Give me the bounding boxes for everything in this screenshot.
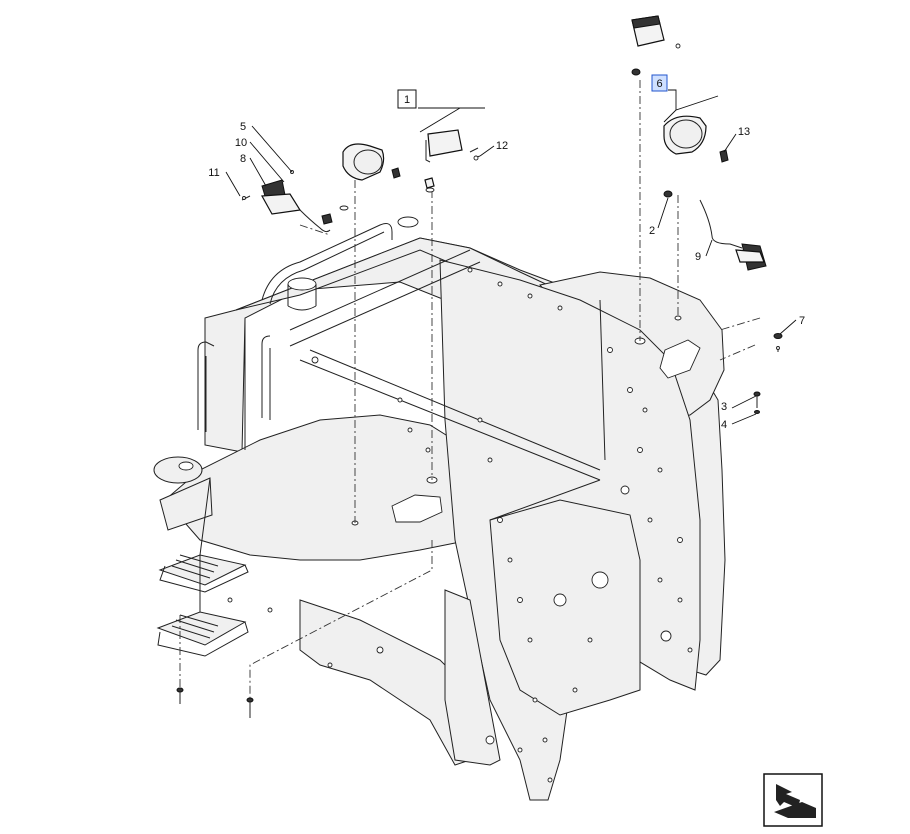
rear-lamp-top [631, 15, 681, 76]
hardware-right [753, 333, 783, 414]
callout-2[interactable]: 2 [649, 225, 655, 237]
side-plate-holes [227, 267, 693, 783]
callout-3[interactable]: 3 [721, 401, 727, 413]
callout-leaders [225, 89, 797, 425]
assembly-lines [179, 80, 761, 700]
callout-box-6 [651, 74, 668, 92]
callout-9[interactable]: 9 [695, 251, 701, 263]
work-lamp-right [663, 115, 767, 271]
callout-8[interactable]: 8 [240, 153, 246, 165]
connector-assembly-left [241, 170, 333, 233]
callout-box-1 [397, 89, 417, 109]
hardware-bottom [176, 687, 254, 718]
lamp-housing-left [339, 143, 435, 211]
callout-12[interactable]: 12 [496, 140, 508, 152]
callout-6[interactable]: 6 [656, 78, 662, 90]
callout-13[interactable]: 13 [738, 126, 750, 138]
callout-1[interactable]: 1 [404, 94, 410, 106]
fender-frame-assembly [153, 216, 726, 801]
callout-labels: 1 6 5 10 8 11 12 13 2 9 7 3 4 [208, 74, 805, 431]
return-arrow-icon[interactable] [763, 773, 823, 827]
callout-11[interactable]: 11 [208, 167, 219, 179]
work-lamp-left [425, 129, 481, 163]
callout-7[interactable]: 7 [799, 315, 805, 327]
callout-4[interactable]: 4 [721, 419, 727, 431]
callout-10[interactable]: 10 [235, 137, 247, 149]
callout-5[interactable]: 5 [240, 121, 246, 133]
